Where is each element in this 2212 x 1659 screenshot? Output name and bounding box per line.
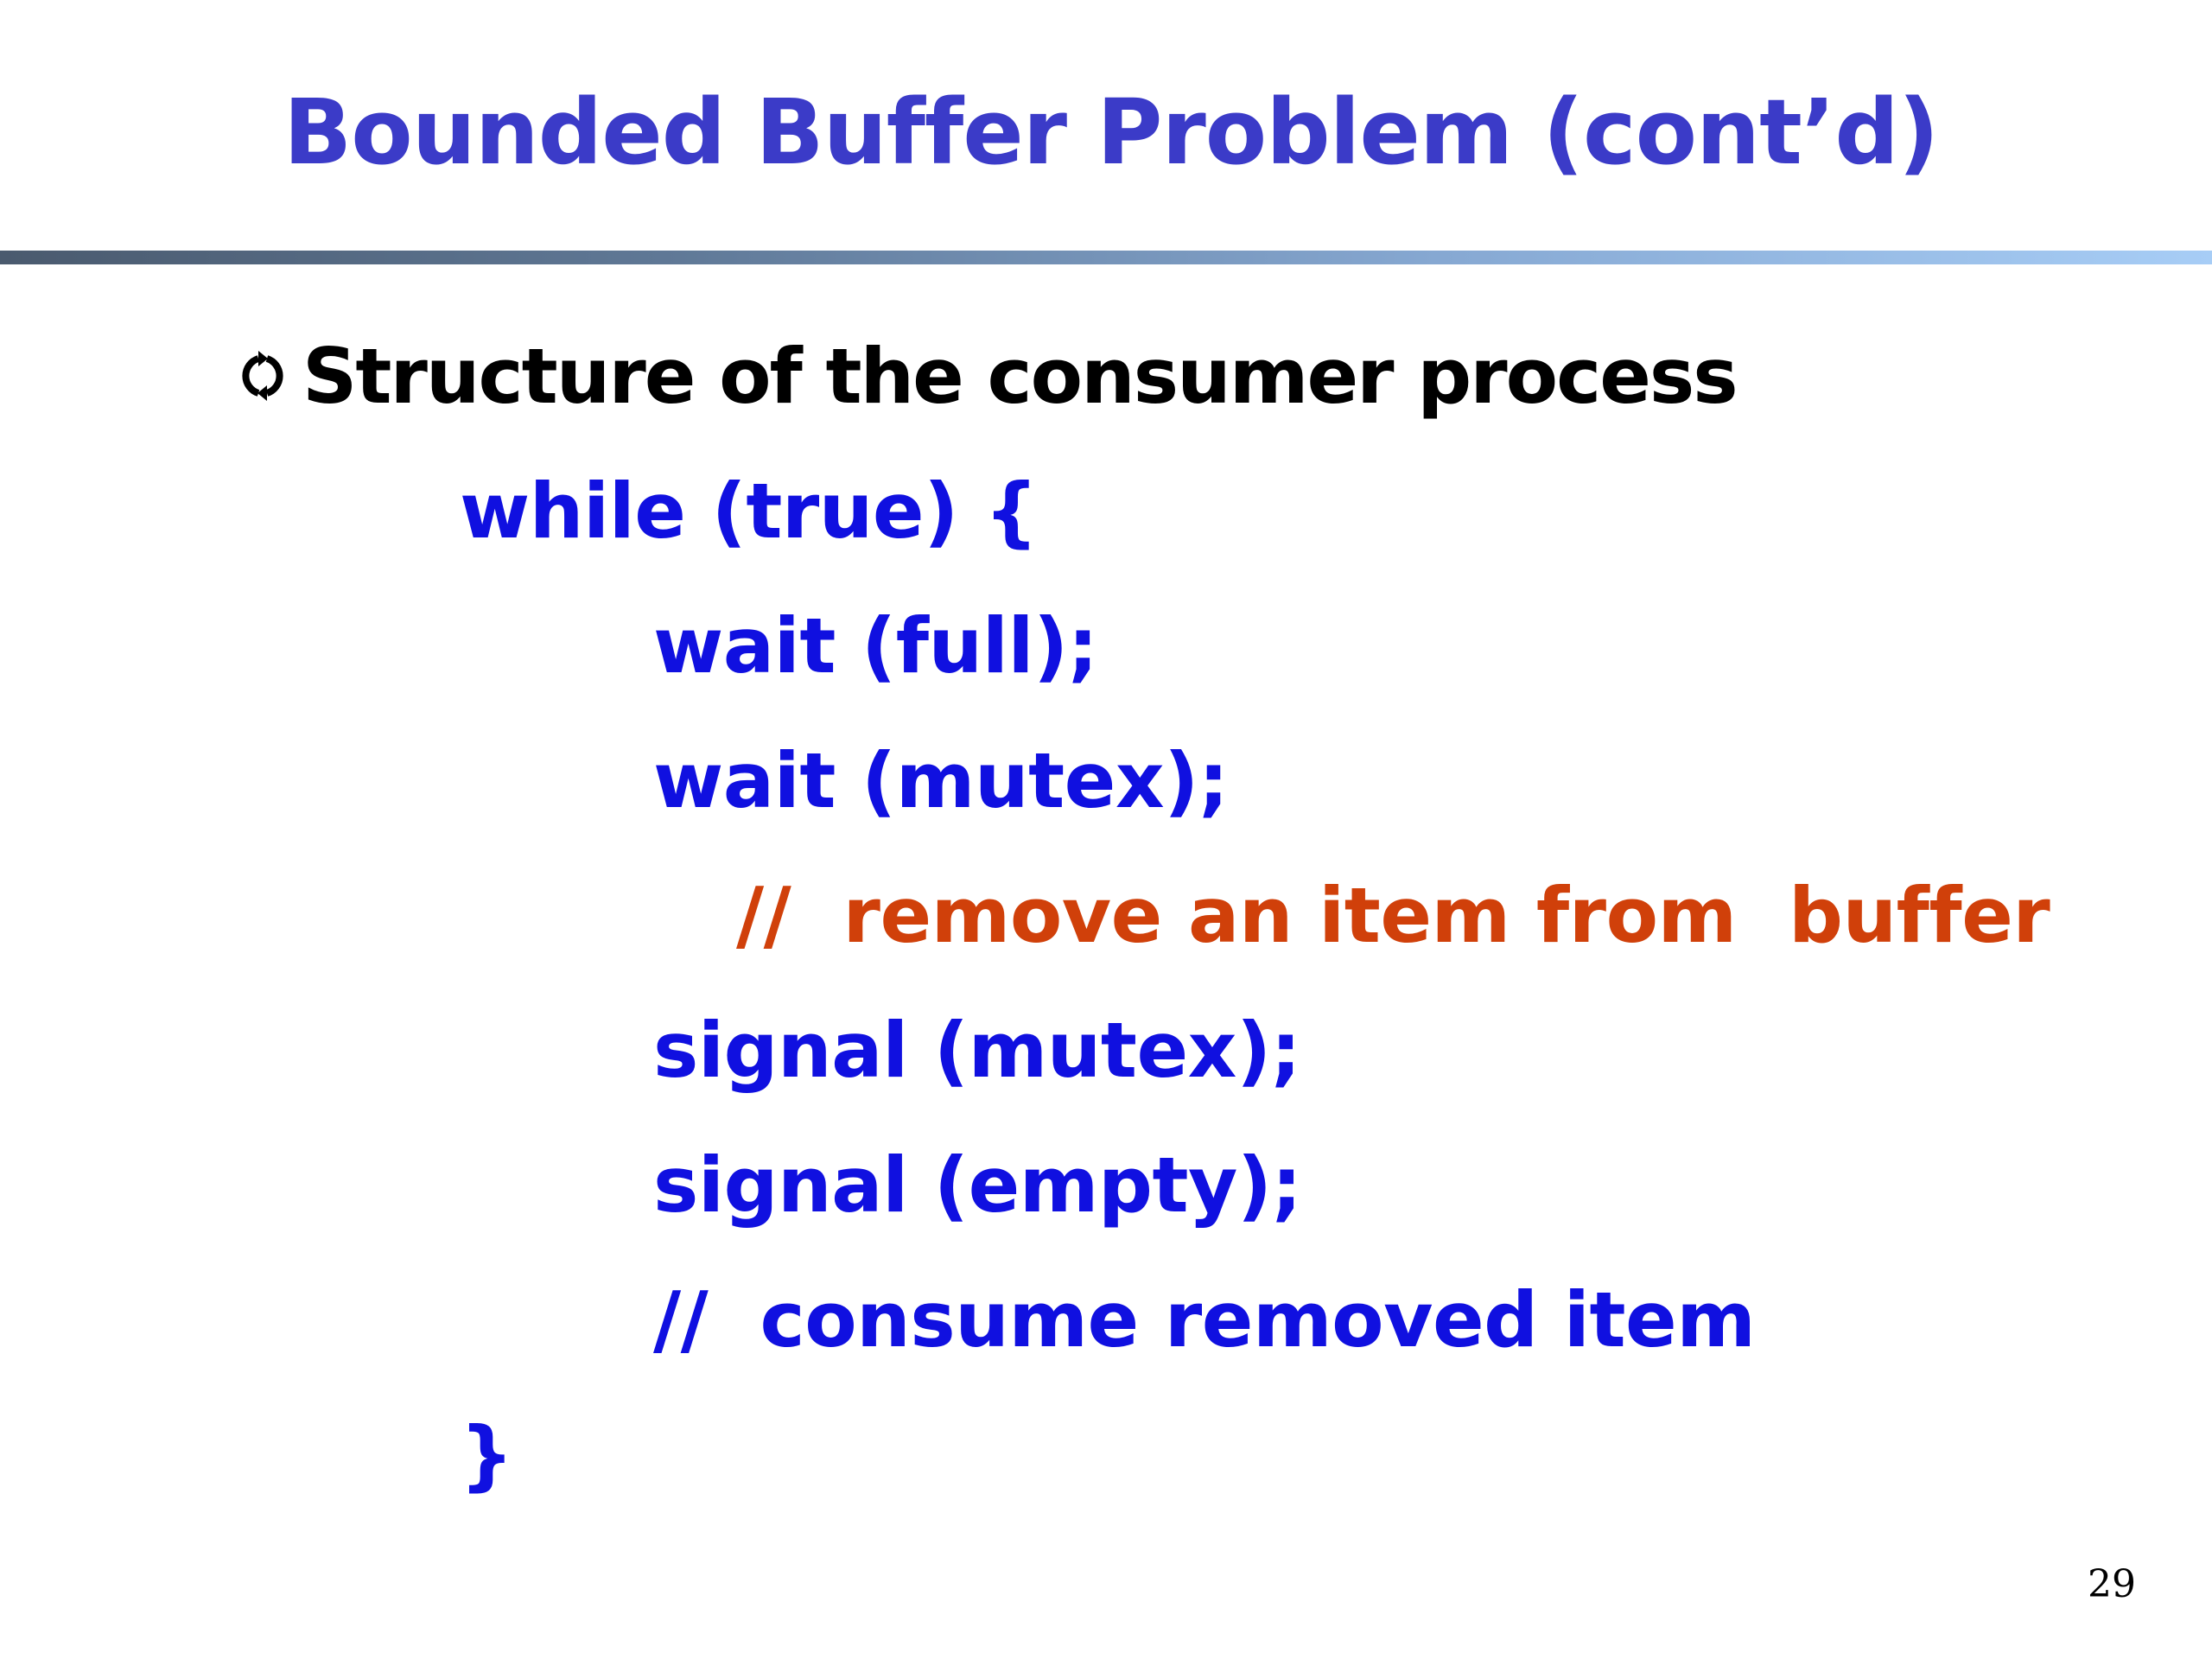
code-comment-remove-item: // remove an item from buffer bbox=[736, 871, 2050, 960]
code-line-wait-mutex: wait (mutex); bbox=[653, 736, 1229, 825]
code-line-signal-empty: signal (empty); bbox=[653, 1141, 1302, 1230]
code-line-closing-brace: } bbox=[460, 1410, 514, 1499]
title-divider bbox=[0, 251, 2212, 264]
code-line-while: while (true) { bbox=[460, 467, 1039, 556]
bullet-text: Structure of the consumer process bbox=[302, 331, 1738, 421]
code-line-wait-full: wait (full); bbox=[653, 601, 1098, 690]
page-number: 29 bbox=[2088, 1562, 2136, 1606]
slide-title: Bounded Buffer Problem (cont’d) bbox=[283, 79, 1939, 185]
bullet-item: Structure of the consumer process bbox=[235, 320, 1738, 432]
code-line-signal-mutex: signal (mutex); bbox=[653, 1006, 1301, 1095]
cycle-arrows-icon bbox=[235, 348, 290, 404]
code-comment-consume-item: // consume removed item bbox=[653, 1275, 1756, 1364]
